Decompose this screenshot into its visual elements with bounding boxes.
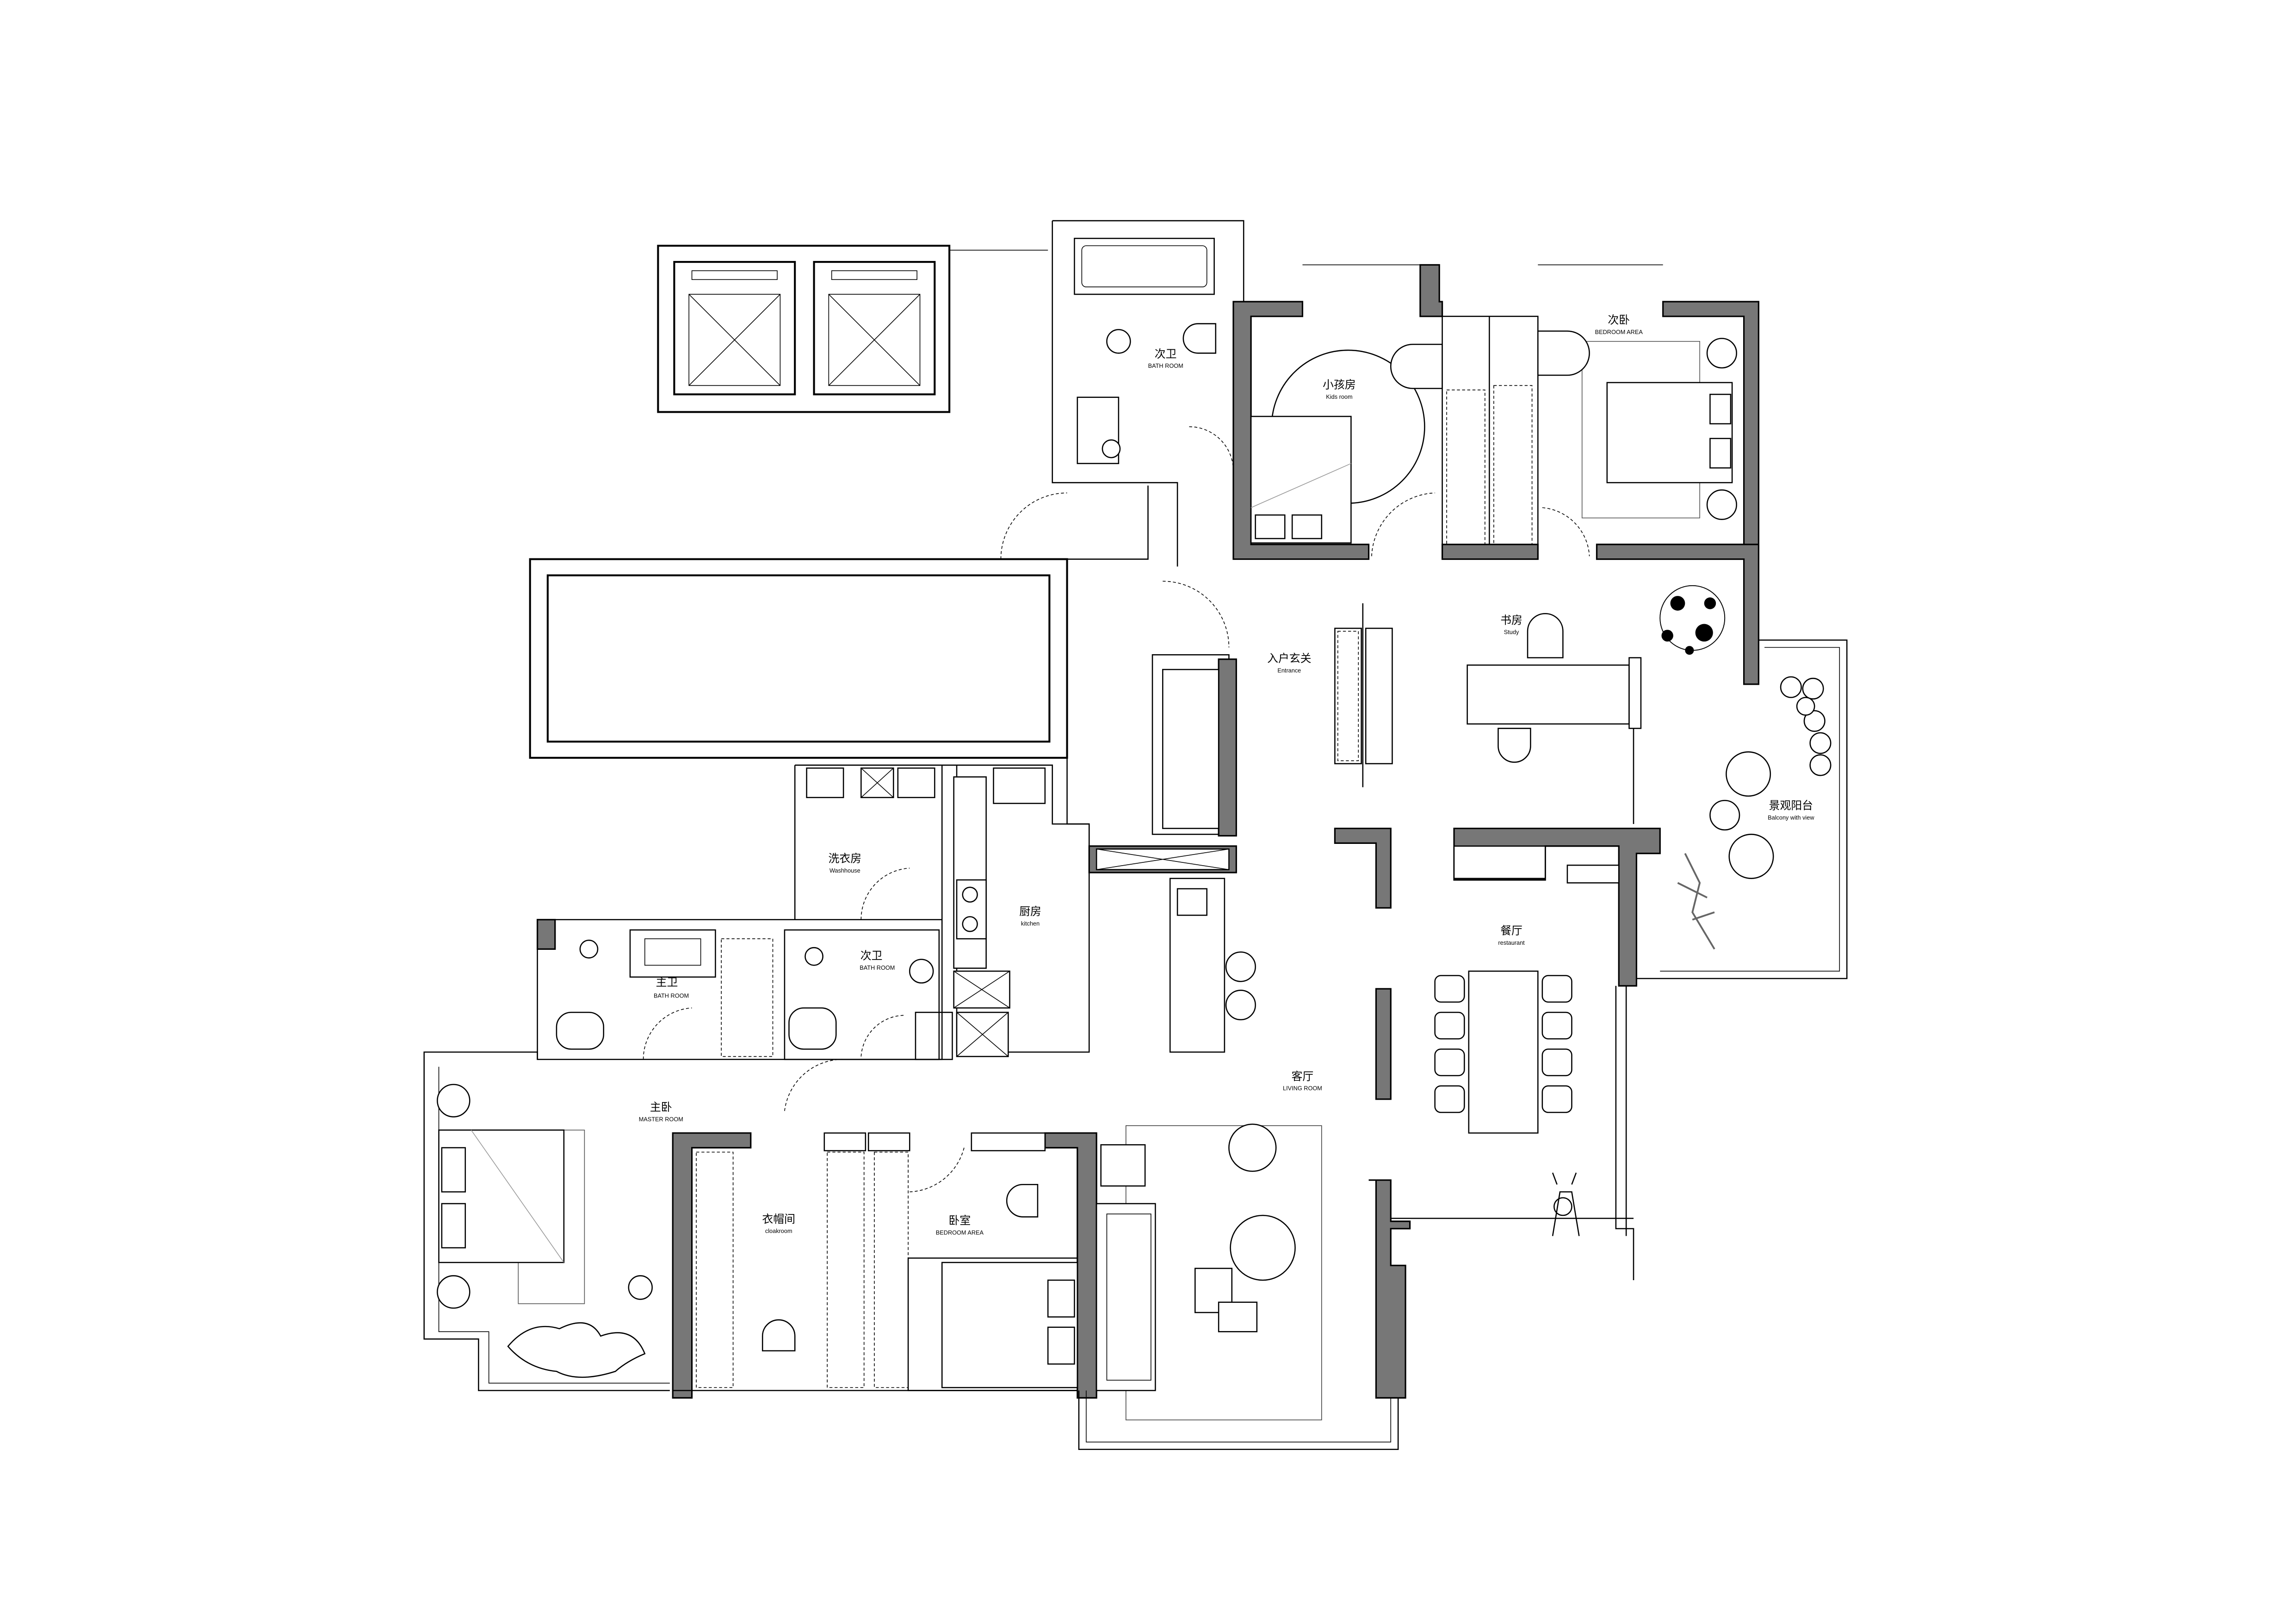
svg-text:书房: 书房 xyxy=(1500,613,1522,626)
svg-text:衣帽间: 衣帽间 xyxy=(762,1213,795,1226)
kitchen-island xyxy=(1088,845,1256,1053)
label-washhouse: 洗衣房 Washhouse xyxy=(829,852,862,874)
svg-text:次卫: 次卫 xyxy=(860,949,883,962)
svg-text:LIVING ROOM: LIVING ROOM xyxy=(1283,1085,1322,1092)
svg-text:MASTER ROOM: MASTER ROOM xyxy=(639,1115,683,1122)
svg-text:cloakroom: cloakroom xyxy=(765,1227,792,1234)
svg-text:kitchen: kitchen xyxy=(1021,920,1040,927)
shoe-cabinet xyxy=(1334,603,1393,787)
label-second-bathroom: 次卫 BATH ROOM xyxy=(860,949,895,971)
svg-text:景观阳台: 景观阳台 xyxy=(1769,799,1813,812)
svg-text:次卫: 次卫 xyxy=(1155,347,1177,360)
svg-text:卧室: 卧室 xyxy=(949,1214,971,1227)
balcony xyxy=(1633,639,1848,979)
svg-text:Study: Study xyxy=(1504,629,1519,636)
study-desk xyxy=(1467,664,1630,725)
upper-bathroom xyxy=(1052,220,1244,567)
study-area xyxy=(1467,613,1642,763)
svg-text:主卧: 主卧 xyxy=(650,1101,672,1114)
dining-room xyxy=(1334,827,1661,1399)
svg-text:BATH ROOM: BATH ROOM xyxy=(860,964,895,971)
master-bathroom xyxy=(537,919,943,1060)
label-kids-room: 小孩房 Kids room xyxy=(1323,378,1356,400)
armchair xyxy=(1228,1123,1277,1172)
label-study: 书房 Study xyxy=(1500,613,1522,635)
label-master-bathroom: 主卫 BATH ROOM xyxy=(654,976,689,999)
label-dining: 餐厅 restaurant xyxy=(1498,924,1525,946)
washhouse xyxy=(794,764,943,924)
plant-icon xyxy=(1677,853,1715,950)
sofa xyxy=(1095,1203,1156,1391)
svg-text:次卧: 次卧 xyxy=(1608,314,1630,327)
living-room xyxy=(1078,1123,1399,1450)
elevator-core xyxy=(657,245,1048,413)
cloakroom xyxy=(672,1132,1097,1399)
master-bedroom xyxy=(423,1051,847,1391)
label-living-room: 客厅 LIVING ROOM xyxy=(1283,1070,1322,1091)
svg-text:BEDROOM AREA: BEDROOM AREA xyxy=(936,1229,984,1236)
kids-room xyxy=(1232,264,1443,560)
svg-text:Kids room: Kids room xyxy=(1326,393,1352,400)
svg-text:洗衣房: 洗衣房 xyxy=(829,852,862,865)
wardrobes-upper xyxy=(1441,316,1539,560)
svg-text:Washhouse: Washhouse xyxy=(829,867,860,874)
svg-text:BATH ROOM: BATH ROOM xyxy=(654,992,689,999)
svg-text:BATH ROOM: BATH ROOM xyxy=(1148,362,1183,369)
kitchen xyxy=(915,764,1090,1060)
svg-text:厨房: 厨房 xyxy=(1019,905,1041,918)
bedroom xyxy=(907,1132,1097,1399)
tree-planter xyxy=(1596,544,1759,685)
label-bedroom: 卧室 BEDROOM AREA xyxy=(936,1214,984,1236)
person-figure-icon xyxy=(1552,1172,1580,1236)
svg-text:主卫: 主卫 xyxy=(656,976,678,989)
lounge-chair xyxy=(1709,751,1774,879)
rug-icon xyxy=(507,1322,646,1378)
label-kitchen: 厨房 kitchen xyxy=(1019,905,1041,927)
svg-text:小孩房: 小孩房 xyxy=(1323,378,1356,391)
coffee-table xyxy=(1230,1214,1296,1281)
svg-text:Entrance: Entrance xyxy=(1277,667,1301,674)
svg-text:客厅: 客厅 xyxy=(1292,1070,1314,1083)
entrance-area xyxy=(1000,485,1393,846)
svg-text:BEDROOM AREA: BEDROOM AREA xyxy=(1595,328,1643,335)
label-entrance: 入户玄关 Entrance xyxy=(1267,652,1311,674)
svg-text:入户玄关: 入户玄关 xyxy=(1267,652,1311,665)
tree-icon xyxy=(1659,585,1726,655)
svg-text:餐厅: 餐厅 xyxy=(1500,924,1522,937)
stools xyxy=(1780,676,1832,776)
svg-text:Balcony with view: Balcony with view xyxy=(1768,814,1814,821)
dining-chairs xyxy=(1434,975,1572,1113)
label-balcony: 景观阳台 Balcony with view xyxy=(1768,799,1814,821)
second-bedroom xyxy=(1537,264,1759,560)
dining-table xyxy=(1468,970,1539,1134)
label-upper-bathroom: 次卫 BATH ROOM xyxy=(1148,347,1183,369)
second-bathroom-lower xyxy=(784,929,940,1060)
void-block xyxy=(529,558,1068,759)
svg-text:restaurant: restaurant xyxy=(1498,939,1525,946)
